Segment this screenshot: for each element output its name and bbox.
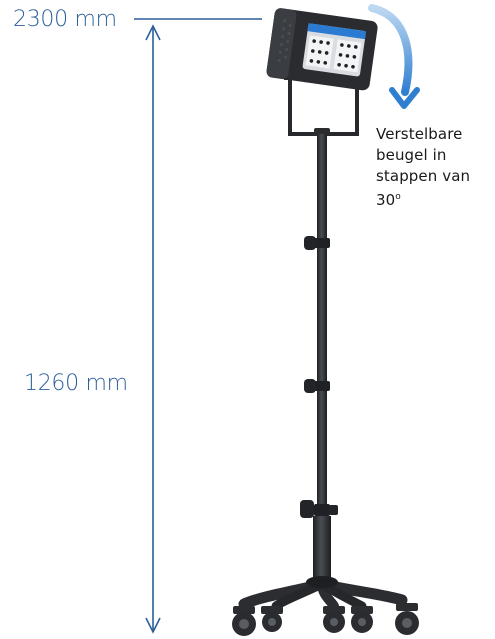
locking-knob-icon bbox=[300, 236, 338, 518]
annotation-line-2: beugel in bbox=[376, 146, 447, 164]
telescopic-pole bbox=[313, 128, 331, 586]
annotation-line-1: Verstelbare bbox=[376, 125, 463, 143]
max-height-label: 2300 mm bbox=[13, 7, 117, 32]
arrowhead-down bbox=[145, 617, 161, 634]
annotation-line-4: 30o bbox=[376, 187, 494, 211]
min-height-label: 1260 mm bbox=[24, 371, 128, 396]
annotation-line-3: stappen van bbox=[376, 167, 471, 185]
caster-wheel-icon bbox=[232, 603, 419, 636]
wheeled-base bbox=[238, 576, 408, 611]
degree-mark: o bbox=[395, 192, 401, 202]
dimension-line bbox=[134, 18, 262, 634]
arrowhead-up bbox=[145, 24, 161, 41]
angle-value: 30 bbox=[376, 191, 396, 209]
uv-lamp-head bbox=[266, 8, 378, 91]
bracket-annotation: Verstelbare beugel in stappen van 30o bbox=[376, 124, 494, 211]
rotation-arrow-icon bbox=[368, 4, 420, 109]
